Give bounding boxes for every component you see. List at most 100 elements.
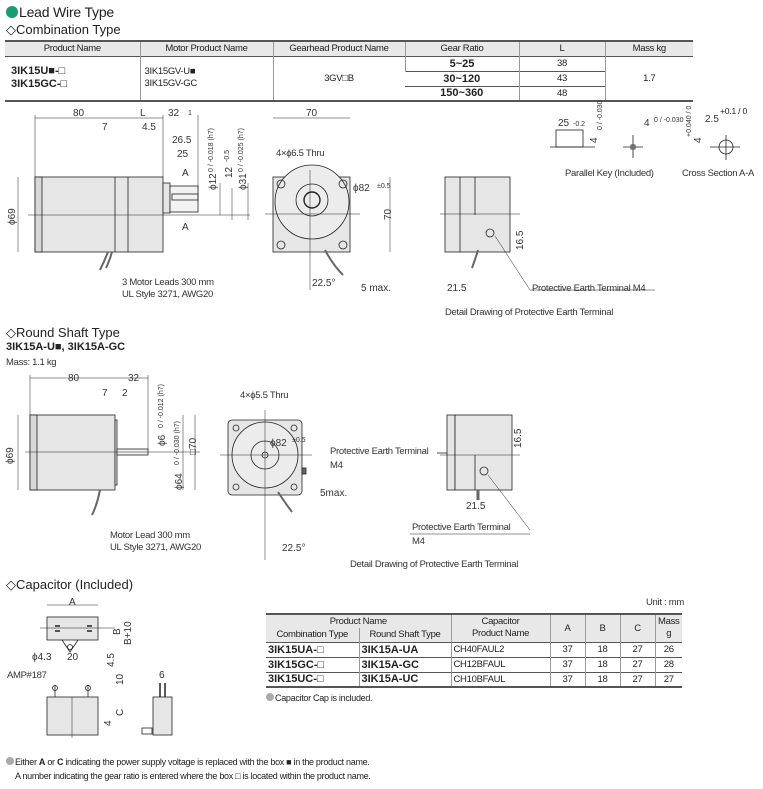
- pe-dim-16-5: 16.5: [515, 230, 526, 250]
- col-header-line: Mass: [658, 616, 680, 628]
- dim-phi6: ϕ6: [157, 434, 168, 446]
- note-text: indicating the power supply voltage is r…: [63, 757, 370, 767]
- cell: 28: [654, 657, 682, 672]
- gearmotor-side-view: [17, 115, 250, 271]
- dim-phi6-tol: 0 / -0.012 (h7): [158, 384, 165, 428]
- cell: 3IK15A-UC: [358, 672, 451, 687]
- dim-5max: 5max.: [320, 488, 348, 499]
- gearhead-name: 3GV□B: [272, 56, 405, 101]
- product-name: 3IK15GC-□: [11, 78, 68, 91]
- dim-phi64-tol: 0 / -0.030 (h7): [174, 421, 181, 465]
- pe-terminal-label-2: Protective Earth Terminal: [412, 522, 511, 533]
- note-text: Either: [15, 757, 39, 767]
- footer-note-2: A number indicating the gear ratio is en…: [15, 771, 371, 781]
- dim-32: 32: [168, 108, 180, 119]
- dim-80: 80: [68, 373, 80, 384]
- cs-dim-4: 4: [693, 137, 704, 143]
- col-header: Product Name: [5, 41, 140, 56]
- dim-25: 25: [177, 149, 189, 160]
- thru-holes-label: 4×ϕ5.5 Thru: [240, 390, 289, 401]
- round-shaft-side-view: [17, 375, 200, 516]
- dim-phi12-tol: 0 / -0.018 (h7): [208, 128, 215, 172]
- cell: 18: [584, 672, 620, 687]
- footer-note-1: Either A or C indicating the power suppl…: [6, 757, 370, 767]
- cell: 3IK15GC-□: [268, 658, 325, 671]
- note-text: or: [45, 757, 57, 767]
- capacitor-heading: ◇Capacitor (Included): [6, 577, 134, 592]
- cs-dim-2-5: 2.5: [705, 114, 719, 125]
- gear-ratio: 150~360: [440, 87, 484, 100]
- round-shaft-heading: ◇Round Shaft Type: [6, 325, 120, 340]
- cell: 37: [549, 672, 585, 687]
- note-bold: A: [38, 757, 46, 767]
- leads-label-2: UL Style 3271, AWG20: [122, 289, 213, 300]
- col-header: Motor Product Name: [139, 41, 273, 56]
- dim-2: 2: [122, 388, 128, 399]
- dim-phi31: ϕ31: [238, 173, 249, 190]
- capacitor-note: Capacitor Cap is included.: [266, 693, 373, 703]
- dim-4-5: 4.5: [142, 122, 156, 133]
- dim-phi69: ϕ69: [5, 447, 16, 464]
- pe-terminal-m4: M4: [330, 460, 343, 471]
- bullet-icon: [6, 757, 14, 765]
- cell: 27: [619, 642, 655, 657]
- cell: 3IK15A-GC: [358, 657, 451, 672]
- product-name-cell: 3IK15U■-□3IK15GC-□: [5, 56, 140, 101]
- cell: 27: [619, 672, 655, 687]
- l-value: 38: [518, 56, 605, 71]
- cap-dim-6: 6: [159, 670, 165, 681]
- dim-32: 32: [128, 373, 140, 384]
- cell: 18: [584, 642, 620, 657]
- motor-name: 3IK15GV-U■: [144, 66, 196, 78]
- cell: 18: [584, 657, 620, 672]
- dim-80: 80: [73, 108, 85, 119]
- key-dim-25: 25: [558, 118, 570, 129]
- cell: 26: [654, 642, 682, 657]
- pe-dim-21-5: 21.5: [466, 501, 486, 512]
- cell: 27: [619, 657, 655, 672]
- parallel-key-drawing: [550, 129, 740, 160]
- cap-dim-phi4-3: ϕ4.3: [32, 652, 52, 663]
- pe-terminal-label: Protective Earth Terminal M4: [532, 283, 646, 294]
- dim-70: 70: [306, 108, 318, 119]
- product-name: 3IK15U■-□: [11, 65, 66, 78]
- mass-value: 1.7: [604, 56, 693, 101]
- dim-70-vertical: 70: [383, 208, 394, 220]
- cap-dim-4: 4: [103, 720, 114, 726]
- cell: CH40FAUL2: [450, 642, 550, 657]
- pe-terminal-detail-1: [440, 176, 655, 291]
- pe-dim-16-5: 16.5: [513, 428, 524, 448]
- capacitor-drawing: [40, 604, 173, 738]
- key-dim-02: -0.2: [573, 121, 586, 128]
- round-shaft-front-view: [220, 410, 312, 560]
- cap-dim-4-5: 4.5: [106, 653, 117, 667]
- section-title: Lead Wire Type: [6, 4, 114, 20]
- cell: CH12BFAUL: [450, 657, 550, 672]
- cross-section-caption: Cross Section A-A: [682, 168, 754, 179]
- unit-label: Unit : mm: [646, 597, 684, 608]
- cell: 37: [549, 657, 585, 672]
- col-header: Round Shaft Type: [358, 628, 451, 642]
- bullet-icon: [6, 6, 18, 18]
- bullet-icon: [266, 693, 274, 701]
- l-value: 43: [518, 71, 605, 86]
- parallel-key-caption: Parallel Key (Included): [565, 168, 654, 179]
- motor-name-cell: 3IK15GV-U■3IK15GV-GC: [139, 56, 273, 101]
- cap-dim-B10: B+10: [123, 621, 134, 645]
- section-a-top: A: [182, 168, 189, 179]
- pe-terminal-label: Protective Earth Terminal: [330, 446, 429, 457]
- combination-table: Product Name Motor Product Name Gearhead…: [5, 40, 693, 102]
- dim-phi69: ϕ69: [7, 208, 18, 225]
- cs-dim-4-tol: +0.040 / 0: [686, 105, 693, 137]
- dim-7: 7: [102, 122, 108, 133]
- cap-dim-B: B: [112, 628, 123, 635]
- dim-12: 12: [224, 166, 235, 178]
- cap-dim-20: 20: [67, 652, 79, 663]
- col-header-line: Capacitor: [481, 616, 520, 628]
- pe-dim-21-5: 21.5: [447, 283, 467, 294]
